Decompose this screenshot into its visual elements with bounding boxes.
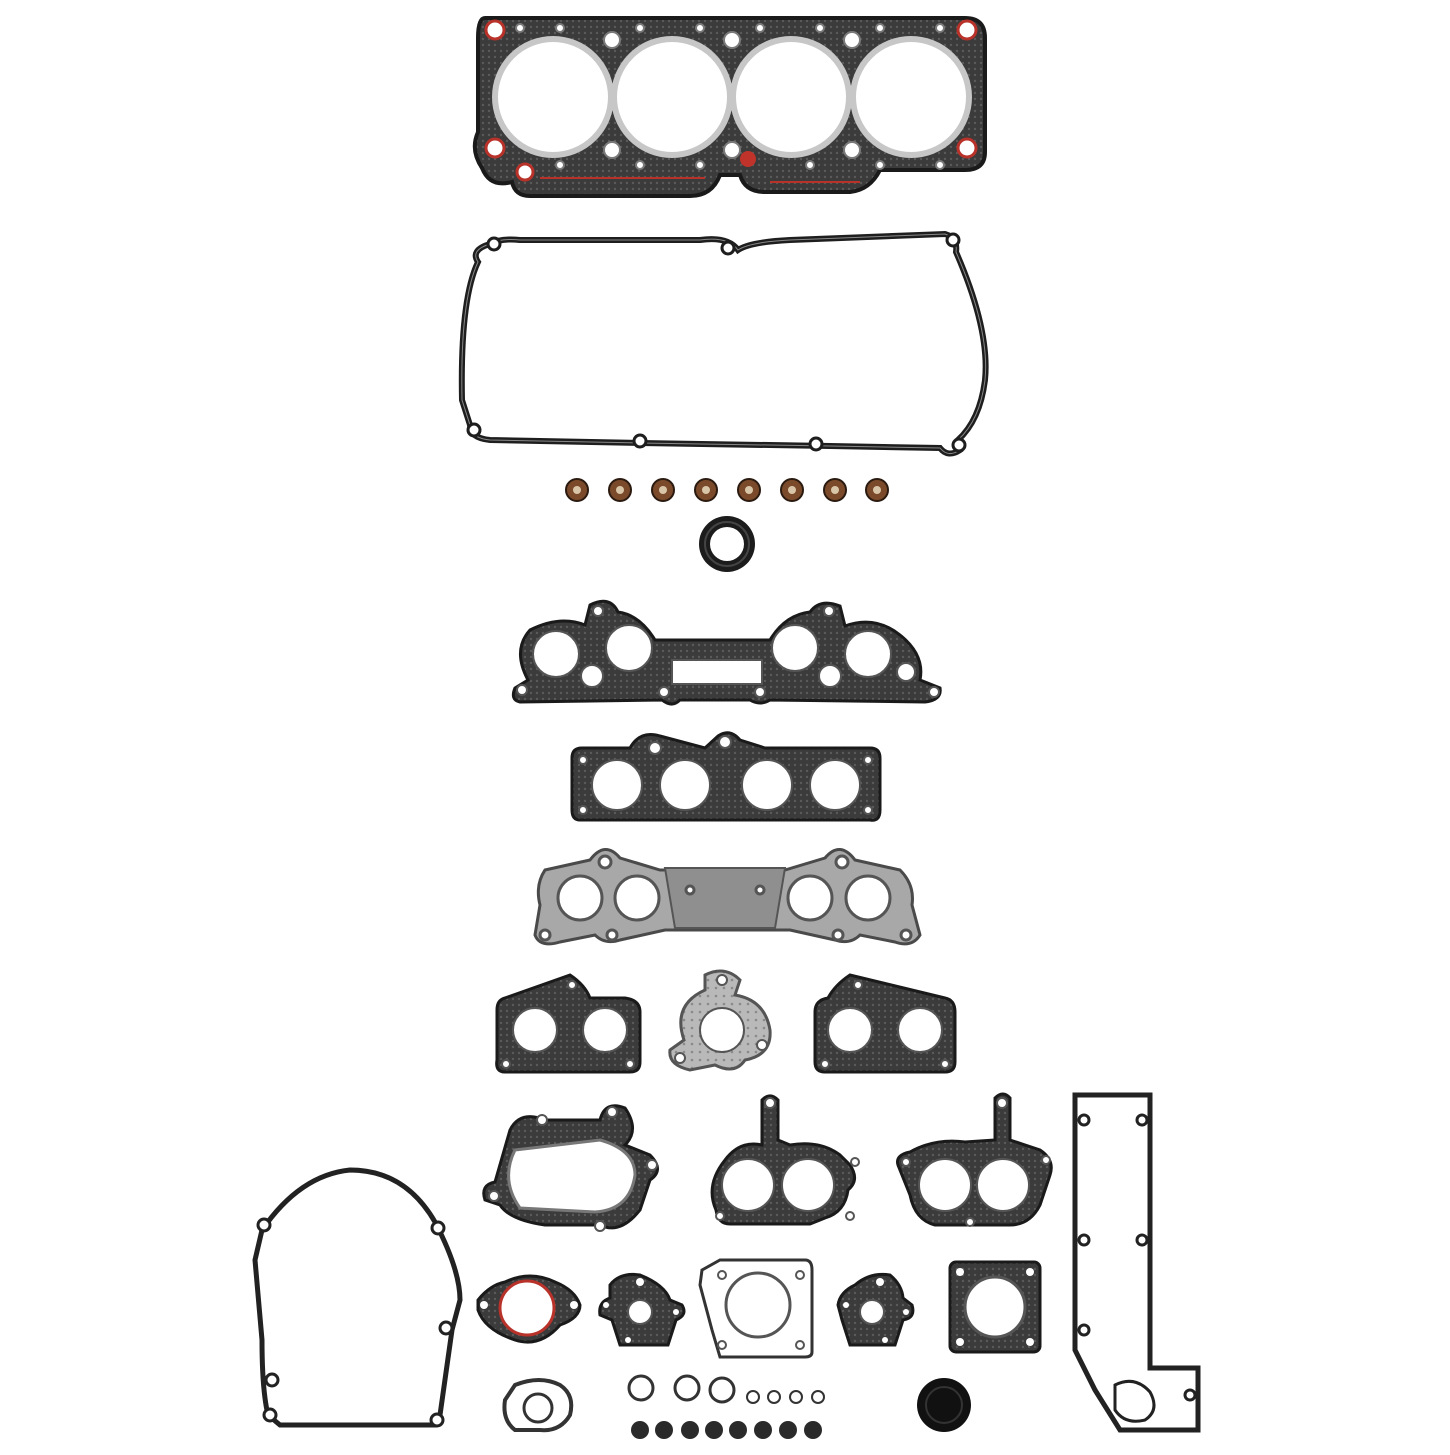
spark-plug-tube-seals — [631, 1421, 822, 1439]
egr-valve-gasket — [948, 1260, 1042, 1354]
throttle-body-gasket-right — [896, 1092, 1053, 1227]
idle-air-control-gasket-right — [836, 1273, 915, 1347]
exhaust-flange-gasket-left — [495, 973, 642, 1074]
intake-manifold-gasket-lower — [570, 731, 882, 822]
cam-plug — [917, 1378, 971, 1432]
idle-air-control-gasket-left — [598, 1273, 686, 1347]
throttle-spacer-gasket — [698, 1258, 814, 1359]
fuel-pump-gasket — [502, 1378, 574, 1433]
valve-stem-seals — [565, 478, 889, 502]
camshaft-seal — [699, 516, 755, 572]
side-cover-gasket — [1072, 1092, 1201, 1433]
valve-cover-gasket — [458, 230, 989, 457]
exhaust-manifold-gasket — [533, 848, 922, 946]
throttle-body-gasket-left — [710, 1094, 860, 1226]
head-gasket — [472, 16, 987, 198]
exhaust-flange-gasket-right — [813, 973, 957, 1074]
timing-cover-gasket — [252, 1167, 463, 1428]
exhaust-pipe-gasket — [668, 969, 772, 1072]
o-rings — [627, 1374, 825, 1404]
water-pump-gasket — [476, 1274, 582, 1344]
intake-manifold-gasket-upper — [511, 599, 942, 706]
thermostat-housing-gasket — [482, 1104, 659, 1232]
